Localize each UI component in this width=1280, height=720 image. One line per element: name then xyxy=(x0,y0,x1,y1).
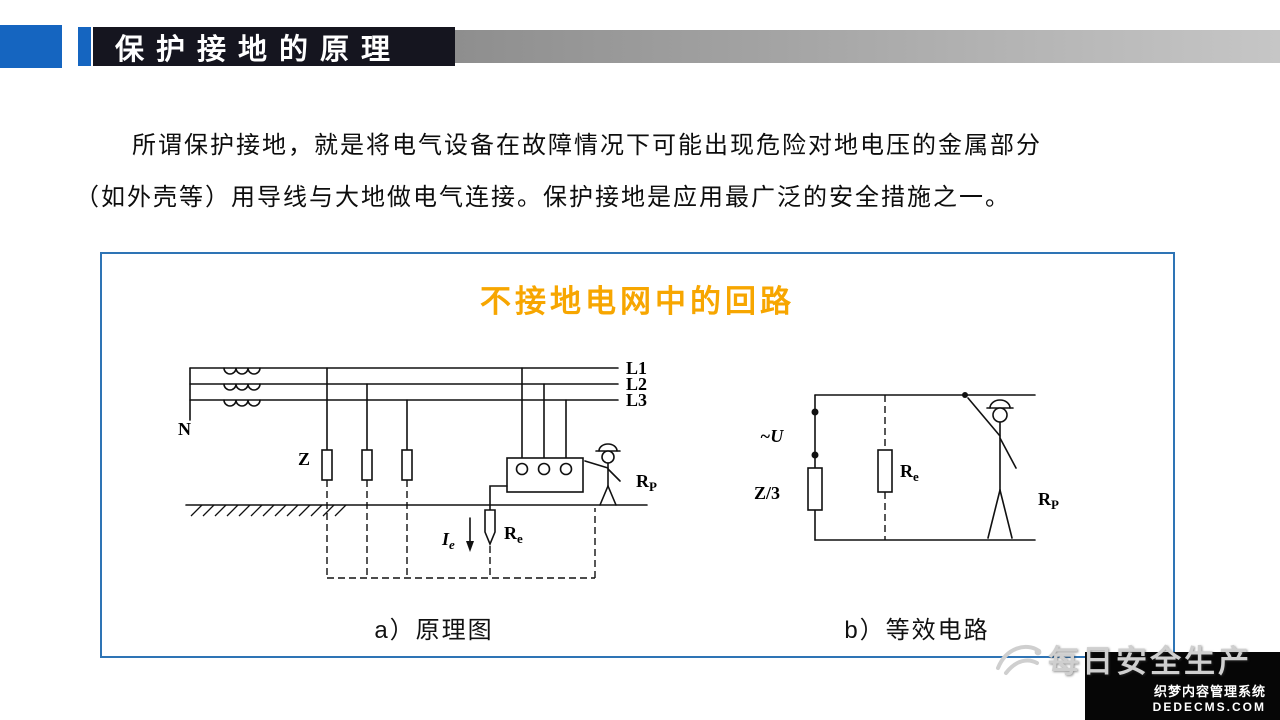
label-l1: L1 xyxy=(626,358,647,378)
ground-hatching xyxy=(185,504,648,517)
header-left-block xyxy=(0,25,62,68)
header-gray-bar xyxy=(455,30,1280,63)
figure-box: 不接地电网中的回路 L1 L2 L3 N xyxy=(100,252,1175,658)
page-title: 保护接地的原理 xyxy=(115,33,403,66)
earth-electrode xyxy=(484,485,508,578)
impedance-box-1 xyxy=(321,449,333,481)
earth-resistance-branch xyxy=(877,395,893,540)
phase-lines xyxy=(189,367,619,421)
title-bar: 保护接地的原理 xyxy=(93,27,455,66)
brand-text: 每日安全生产 xyxy=(1048,643,1252,679)
cms-domain: DEDECMS.COM xyxy=(1152,700,1266,714)
person-figure-principle xyxy=(584,443,621,506)
brand-watermark: 每日安全生产 xyxy=(992,634,1252,682)
label-l3: L3 xyxy=(626,390,647,410)
label-neutral: N xyxy=(178,419,191,439)
principle-diagram: L1 L2 L3 N xyxy=(178,358,657,579)
intro-paragraph: 所谓保护接地，就是将电气设备在故障情况下可能出现危险对地电压的金属部分 （如外壳… xyxy=(75,120,1207,224)
cms-credit: 织梦内容管理系统 DEDECMS.COM xyxy=(1153,681,1266,714)
fault-current-return-path xyxy=(327,508,596,579)
caption-principle: a）原理图 xyxy=(374,617,494,644)
footer-dark-corner: 织梦内容管理系统 DEDECMS.COM xyxy=(1085,652,1280,720)
label-l2: L2 xyxy=(626,374,647,394)
caption-equivalent: b）等效电路 xyxy=(844,617,990,644)
label-rp-equivalent: RP xyxy=(1038,489,1059,512)
label-impedance-z: Z xyxy=(298,449,310,469)
paragraph-line-1: 所谓保护接地，就是将电气设备在故障情况下可能出现危险对地电压的金属部分 xyxy=(132,132,1042,159)
impedance-third-box xyxy=(807,467,823,511)
person-figure-equivalent xyxy=(967,397,1017,539)
paragraph-line-2: （如外壳等）用导线与大地做电气连接。保护接地是应用最广泛的安全措施之一。 xyxy=(75,184,1011,211)
header-accent-bar xyxy=(78,27,91,66)
source-terminal-bottom xyxy=(811,451,819,459)
dove-logo-icon xyxy=(996,645,1042,675)
impedance-branches xyxy=(321,367,413,578)
terminal-2 xyxy=(537,462,551,476)
label-source-u: ~U xyxy=(760,426,784,446)
terminal-1 xyxy=(515,462,529,476)
circuit-diagram-svg: L1 L2 L3 N xyxy=(178,358,1059,579)
label-re-equivalent: Re xyxy=(900,461,919,484)
impedance-box-3 xyxy=(401,449,413,481)
label-rp-principle: RP xyxy=(636,471,657,494)
equivalent-diagram: ~U Z/3 Re xyxy=(754,392,1059,541)
label-ie: Ie xyxy=(441,529,455,552)
source-coils xyxy=(223,367,261,407)
impedance-box-2 xyxy=(361,449,373,481)
label-re-principle: Re xyxy=(504,523,523,546)
source-terminal-top xyxy=(811,408,819,416)
figure-title: 不接地电网中的回路 xyxy=(480,284,795,319)
terminal-3 xyxy=(559,462,573,476)
contact-point xyxy=(962,392,968,398)
cms-name: 织梦内容管理系统 xyxy=(1153,684,1266,699)
current-arrow xyxy=(466,517,474,552)
label-z3: Z/3 xyxy=(754,483,780,503)
equipment-box xyxy=(506,367,584,493)
